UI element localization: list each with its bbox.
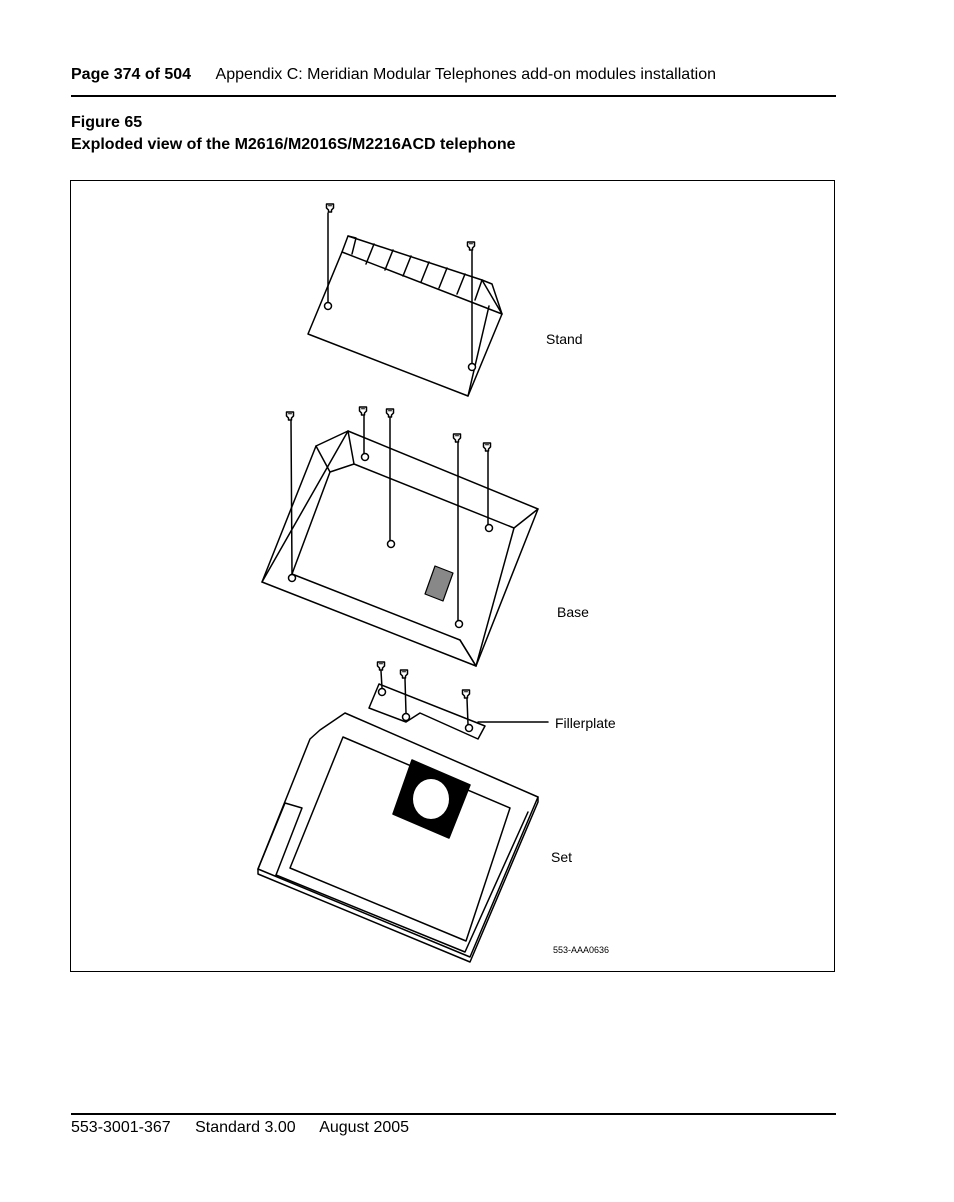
page-number: Page 374 of 504 [71,66,192,83]
page-header: Page 374 of 504 Appendix C: Meridian Mod… [71,66,836,88]
stand-part [307,235,503,397]
header-rule [71,95,836,97]
fillerplate-screws [376,661,474,733]
stand-screws [323,203,477,372]
figure-frame [70,180,835,972]
header-title: Appendix C: Meridian Modular Telephones … [215,66,716,83]
set-part [257,712,539,963]
standard-version: Standard 3.00 [195,1119,296,1136]
figure-code: 553-AAA0636 [553,945,610,955]
base-screws [285,406,494,629]
base-part [261,430,539,667]
figure-label: Figure 65 [71,114,143,131]
publication-date: August 2005 [319,1119,410,1136]
page-footer: 553-3001-367 Standard 3.00 August 2005 [71,1119,429,1137]
footer-rule [71,1113,836,1115]
fillerplate-part [368,683,486,740]
set-callout: Set [551,849,573,865]
stand-callout: Stand [546,331,583,347]
fillerplate-callout: Fillerplate [555,715,616,731]
figure-title: Exploded view of the M2616/M2016S/M2216A… [71,136,516,153]
base-callout: Base [557,604,589,620]
doc-number: 553-3001-367 [71,1119,171,1136]
